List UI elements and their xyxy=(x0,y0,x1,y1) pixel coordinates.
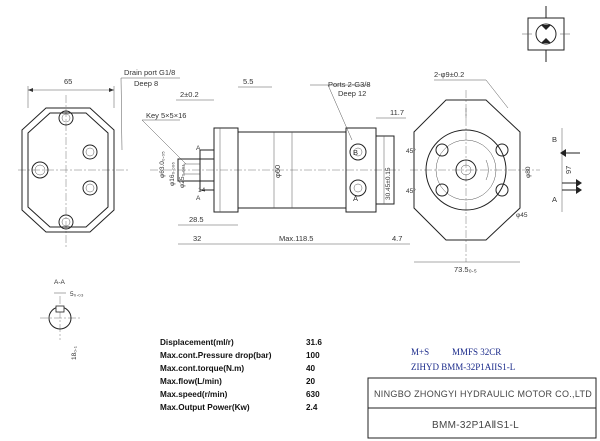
dim-5: 5₀.₀₃ xyxy=(70,291,84,298)
dim-30-45: 30.45±0.15 xyxy=(385,167,392,200)
spec-label: Max.flow(L/min) xyxy=(160,377,222,386)
dim-d63: φ63.0₀.₀₅ xyxy=(159,151,166,178)
side-port-b: B xyxy=(353,148,358,157)
spec-value: 100 xyxy=(306,351,320,360)
spec-value: 2.4 xyxy=(306,403,318,412)
spec-value: 40 xyxy=(306,364,316,373)
dim-4-7: 4.7 xyxy=(392,234,402,243)
dim-2-0-2: 2±0.2 xyxy=(180,90,199,99)
section-aa-label: A-A xyxy=(54,279,66,286)
flow-label-b: B xyxy=(552,135,557,144)
spec-label: Max.speed(r/min) xyxy=(160,390,228,399)
dim-d45: φ45 xyxy=(516,212,528,219)
section-a-a: A-A 5₀.₀₃ 18₀.₁ xyxy=(40,279,84,360)
dim-65: 65 xyxy=(64,77,72,86)
flow-label-a: A xyxy=(552,195,557,204)
dim-28-5: 28.5 xyxy=(189,215,204,224)
ports-deep-label: Deep 12 xyxy=(338,89,366,98)
drain-deep-label: Deep 8 xyxy=(134,79,158,88)
model-block: M+S MMFS 32CR ZIHYD BMM-32P1AIIS1-L xyxy=(411,347,515,372)
dim-d60: φ60 xyxy=(273,165,282,178)
dim-73-5: 73.5₀.₅ xyxy=(454,265,477,274)
spec-label: Max.cont.Pressure drop(bar) xyxy=(160,351,272,360)
spec-value: 630 xyxy=(306,390,320,399)
model-series: MMFS 32CR xyxy=(452,347,501,357)
dim-d80: φ80 xyxy=(525,166,532,178)
dim-18: 18₀.₁ xyxy=(71,345,78,360)
section-mark-a2: A xyxy=(196,195,201,202)
left-view: 65 xyxy=(18,77,128,248)
model-zihyd: ZIHYD BMM-32P1AIIS1-L xyxy=(411,362,515,372)
spec-label: Max.Output Power(Kw) xyxy=(160,403,250,412)
dim-d25: φ25₀.₀₀₁ xyxy=(179,164,186,188)
part-number: BMM-32P1AⅡS1-L xyxy=(432,420,519,431)
angle-45-a: 45° xyxy=(406,147,416,155)
drain-port-label: Drain port G1/8 xyxy=(124,68,175,77)
holes-label: 2-φ9±0.2 xyxy=(434,70,464,79)
title-block: NINGBO ZHONGYI HYDRAULIC MOTOR CO.,LTD B… xyxy=(367,377,597,439)
spec-label: Max.cont.torque(N.m) xyxy=(160,364,244,373)
angle-45-b: 45° xyxy=(406,187,416,195)
dim-d16: φ16₀.₀₀₆ xyxy=(169,162,176,186)
dim-11-7: 11.7 xyxy=(390,108,404,117)
spec-value: 20 xyxy=(306,377,316,386)
specs-table: Displacement(ml/r) 31.6Max.cont.Pressure … xyxy=(160,338,322,412)
company-name: NINGBO ZHONGYI HYDRAULIC MOTOR CO.,LTD xyxy=(374,389,592,399)
side-view: B A A A 5.5 2±0.2 11.7 Drain port G1/8 D… xyxy=(120,68,410,245)
side-port-a: A xyxy=(353,194,358,203)
dim-max-118: Max.118.5 xyxy=(279,234,313,243)
key-label: Key 5×5×16 xyxy=(146,111,186,120)
dim-5-5: 5.5 xyxy=(243,77,253,86)
hydraulic-symbol xyxy=(522,6,570,62)
model-brand: M+S xyxy=(411,347,429,357)
dim-97: 97 xyxy=(564,166,573,174)
spec-value: 31.6 xyxy=(306,338,322,347)
dim-14: 14 xyxy=(198,187,206,194)
section-mark-a: A xyxy=(196,145,201,152)
dim-32: 32 xyxy=(193,234,201,243)
ports-label: Ports 2-G3/8 xyxy=(328,80,371,89)
right-view: 2-φ9±0.2 45° 45° φ80 97 φ45 73.5₀.₅ B A xyxy=(406,70,582,274)
spec-label: Displacement(ml/r) xyxy=(160,338,234,347)
